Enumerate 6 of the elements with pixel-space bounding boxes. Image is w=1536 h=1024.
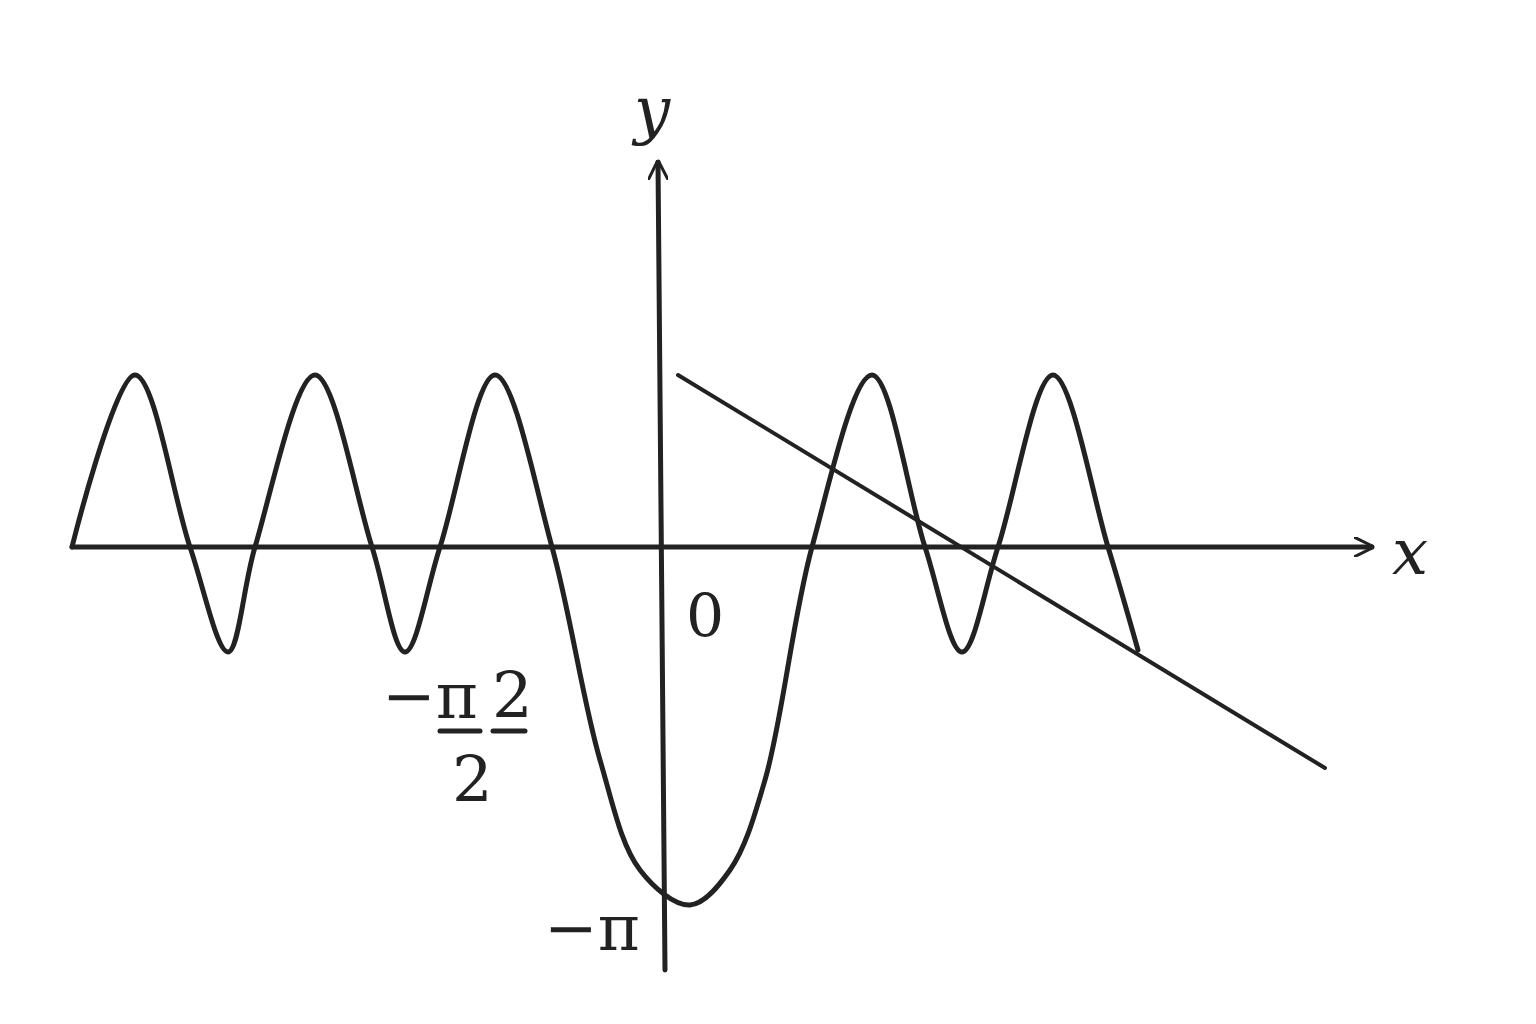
tick-label: −π <box>544 896 640 960</box>
origin-label: 0 <box>686 586 725 646</box>
tick-label: 2 <box>492 664 533 728</box>
tick-label: 2 <box>452 748 493 812</box>
axis-label: x <box>1392 520 1429 584</box>
tick-label: −π <box>382 664 478 728</box>
